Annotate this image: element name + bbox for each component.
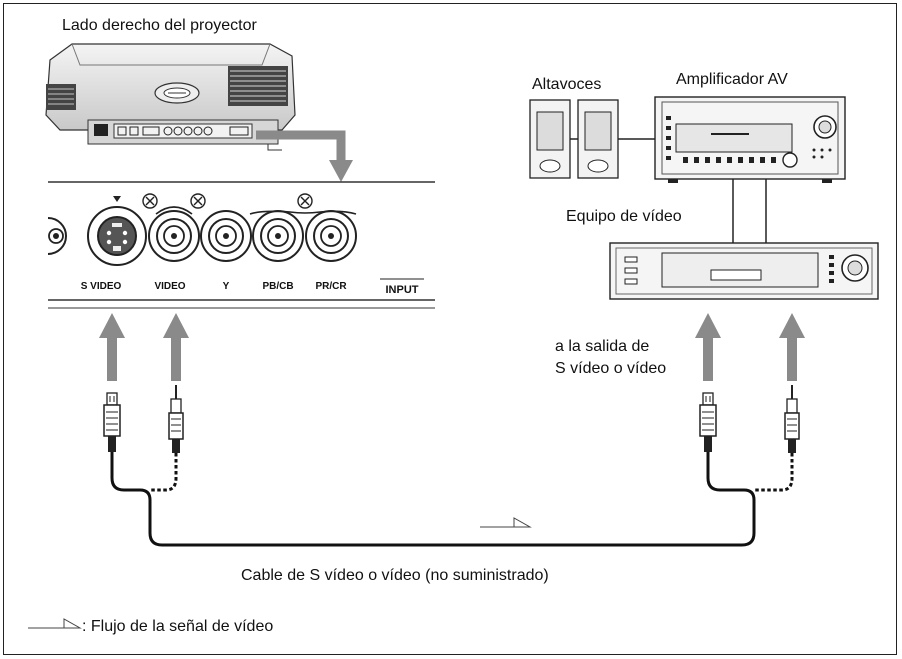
amplifier-illustration	[654, 96, 846, 243]
rca-jack	[252, 210, 304, 262]
video-equipment-illustration	[609, 242, 879, 300]
screw-icon	[142, 193, 313, 209]
video-equipment-label: Equipo de vídeo	[566, 208, 682, 225]
signal-arrow-icon	[99, 313, 805, 381]
s-video-plug-icon	[699, 392, 717, 452]
jack-label-pb-cb: PB/CB	[262, 281, 293, 292]
rca-jack	[305, 210, 357, 262]
rca-plug-icon	[784, 385, 800, 453]
signal-flow-icon	[480, 517, 532, 528]
jack-label-y: Y	[223, 281, 230, 292]
rca-jack	[200, 210, 252, 262]
rca-jack	[148, 210, 200, 262]
projector-side-label: Lado derecho del proyector	[62, 17, 257, 34]
cable-label: Cable de S vídeo o vídeo (no suministrad…	[241, 567, 549, 584]
projector-illustration	[45, 43, 353, 182]
speakers-label: Altavoces	[532, 76, 601, 93]
input-panel: S VIDEO VIDEO Y PB/CB PR/CR INPUT	[47, 181, 435, 309]
output-label-line2: S vídeo o vídeo	[555, 360, 666, 377]
signal-flow-icon	[28, 618, 82, 629]
legend-label: : Flujo de la señal de vídeo	[82, 618, 273, 635]
speakers-illustration	[529, 99, 655, 179]
s-video-jack	[87, 196, 147, 266]
jack-label-pr-cr: PR/CR	[315, 281, 347, 292]
cable	[110, 452, 794, 547]
input-label: INPUT	[386, 284, 419, 296]
s-video-plug-icon	[103, 392, 121, 452]
rca-plug-icon	[168, 385, 184, 453]
output-label-line1: a la salida de	[555, 338, 649, 355]
jack-label-video: VIDEO	[154, 281, 185, 292]
amplifier-label: Amplificador AV	[676, 71, 788, 88]
jack-label-s-video: S VIDEO	[81, 281, 122, 292]
